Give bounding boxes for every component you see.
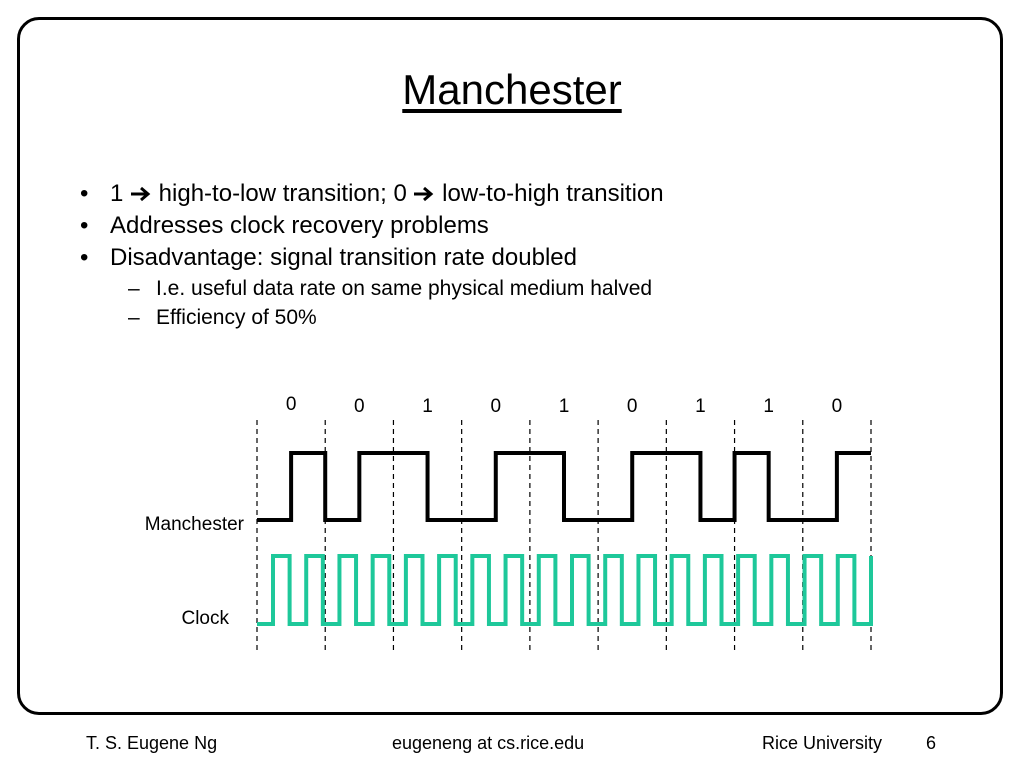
- bit-label: 0: [490, 396, 501, 417]
- bullet-text: Addresses clock recovery problems: [110, 212, 489, 239]
- bullet-list: • 1 high-to-low transition; 0 low-to-hig…: [80, 178, 664, 332]
- bullet-item: • 1 high-to-low transition; 0 low-to-hig…: [80, 178, 664, 210]
- clock-waveform: [257, 554, 873, 626]
- bit-label: 1: [763, 396, 774, 417]
- footer-author: T. S. Eugene Ng: [86, 733, 218, 753]
- bullet-text-part: 1: [110, 180, 131, 207]
- bullet-marker: •: [80, 212, 89, 239]
- bullet-item: • Addresses clock recovery problems: [80, 210, 664, 242]
- bit-labels: 0 0 1 0 1 0 1 1 0: [286, 394, 842, 417]
- bit-label: 1: [695, 396, 706, 417]
- bit-label: 1: [559, 396, 570, 417]
- footer-email: eugeneng at cs.rice.edu: [392, 733, 585, 753]
- bullet-marker: •: [80, 244, 89, 271]
- right-arrow-icon: [130, 180, 152, 207]
- bullet-item: • Disadvantage: signal transition rate d…: [80, 242, 664, 274]
- footer-page-number: 6: [926, 733, 937, 753]
- bullet-text-part: low-to-high transition: [435, 180, 664, 207]
- sub-bullet-marker: –: [128, 306, 140, 329]
- sub-bullet-item: – I.e. useful data rate on same physical…: [80, 274, 664, 303]
- bit-label: 0: [286, 394, 297, 415]
- slide-title: Manchester: [402, 66, 622, 113]
- sub-bullet-marker: –: [128, 277, 140, 300]
- bit-label: 0: [627, 396, 638, 417]
- bullet-marker: •: [80, 180, 89, 207]
- manchester-waveform: [257, 451, 871, 522]
- clock-label: Clock: [181, 608, 229, 629]
- bit-label: 1: [422, 396, 433, 417]
- bullet-text: Disadvantage: signal transition rate dou…: [110, 244, 577, 271]
- sub-bullet-text: I.e. useful data rate on same physical m…: [156, 277, 653, 300]
- sub-bullet-text: Efficiency of 50%: [156, 306, 317, 329]
- footer-institution: Rice University: [762, 733, 883, 753]
- manchester-label: Manchester: [145, 514, 245, 535]
- bit-label: 0: [832, 396, 843, 417]
- right-arrow-icon: [413, 180, 435, 207]
- bullet-text-part: high-to-low transition; 0: [152, 180, 414, 207]
- bit-label: 0: [354, 396, 365, 417]
- sub-bullet-item: – Efficiency of 50%: [80, 303, 664, 332]
